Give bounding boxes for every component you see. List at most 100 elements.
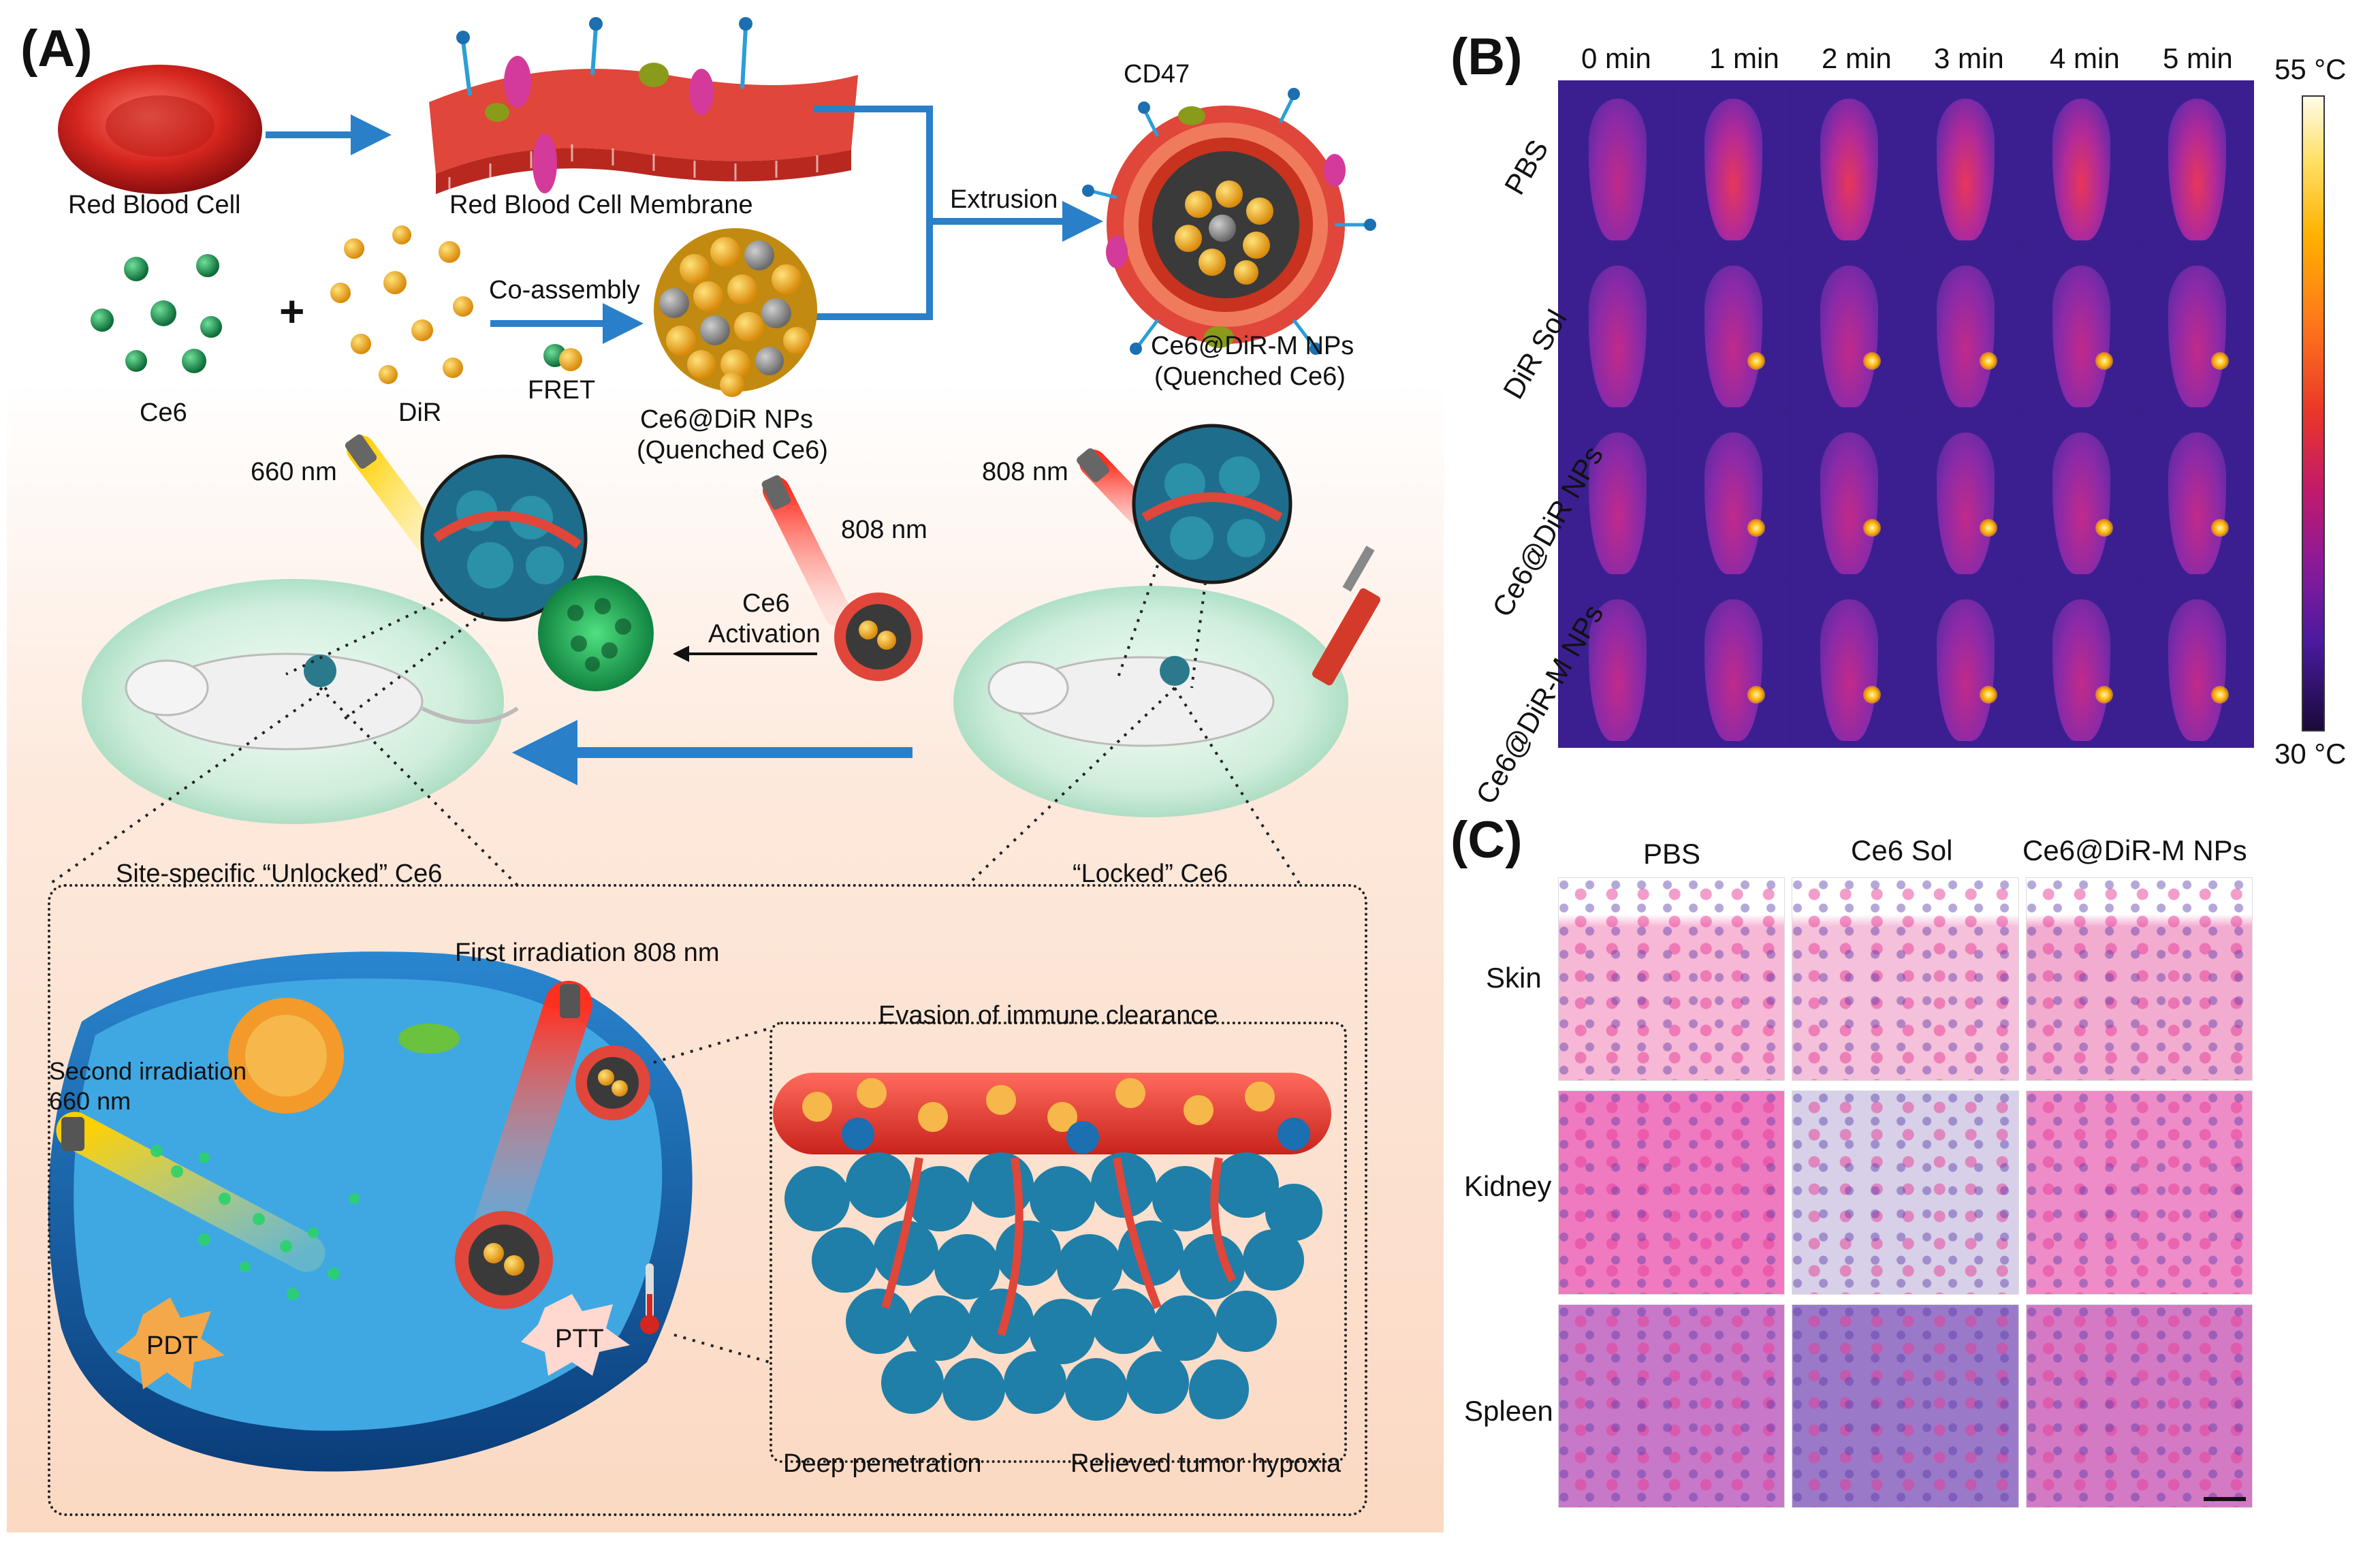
thermal-image: [1675, 249, 1789, 413]
tumor-hotspot: [2095, 685, 2113, 704]
tumor-hotspot: [2211, 685, 2230, 704]
evasion-label: Evasion of immune clearance: [878, 1001, 1218, 1030]
mouse-silhouette: [2052, 432, 2111, 574]
ce6-label: Ce6: [140, 398, 187, 427]
dir-label: DiR: [398, 398, 442, 427]
panel-a-letter: (A): [20, 20, 93, 78]
tumor-hotspot: [2211, 518, 2230, 537]
column-header-ce6-dir-m-nps: Ce6@DiR-M NPs: [2022, 834, 2247, 866]
mouse-silhouette: [1820, 98, 1879, 240]
column-header-ce6-sol: Ce6 Sol: [1851, 834, 1953, 866]
unlocked-label: Site-specific “Unlocked” Ce6: [116, 860, 443, 888]
ce6-dir-m-nps-label: Ce6@DiR-M NPs: [1151, 332, 1354, 360]
mouse-silhouette: [1820, 265, 1879, 407]
syringe-icon: [1312, 546, 1381, 686]
mouse-silhouette: [1704, 432, 1763, 574]
histology-image: [1558, 1304, 1786, 1508]
co-assembly-label: Co-assembly: [489, 276, 640, 304]
time-header-0: 0 min: [1581, 42, 1651, 74]
thermal-image: [1791, 415, 1905, 580]
mouse-silhouette: [1704, 265, 1763, 407]
locked-label: “Locked” Ce6: [1073, 860, 1228, 888]
first-irradiation-label: First irradiation 808 nm: [455, 939, 720, 967]
row-label-skin: Skin: [1486, 962, 1542, 994]
row-label-kidney: Kidney: [1464, 1170, 1552, 1202]
row-label-spleen: Spleen: [1464, 1395, 1553, 1427]
mouse-silhouette: [1936, 432, 1995, 574]
colorbar-min-label: 30 °C: [2274, 738, 2347, 770]
laser-660-label: 660 nm: [251, 458, 337, 486]
thermal-image: [1675, 582, 1789, 746]
cd47-label: CD47: [1124, 60, 1190, 89]
ce6-molecules-icon: [91, 254, 222, 373]
laser-808-mid-icon: [761, 475, 851, 627]
quenched-label-2: (Quenched Ce6): [1154, 362, 1346, 391]
time-header-4: 4 min: [2050, 42, 2120, 74]
mouse-left-icon: [125, 652, 519, 751]
ce6-activation-word: Ce6: [742, 589, 790, 618]
rbc-membrane-label: Red Blood Cell Membrane: [449, 191, 753, 219]
histology-image: [2025, 877, 2253, 1082]
thermal-image: [2139, 415, 2253, 580]
laser-808-mid-label: 808 nm: [841, 516, 927, 544]
tumor-hotspot: [1979, 518, 1997, 537]
column-header-pbs: PBS: [1643, 838, 1701, 870]
ce6-dir-nps-label: Ce6@DiR NPs: [640, 405, 813, 434]
second-irradiation-label: Second irradiation: [49, 1057, 247, 1085]
thermal-image: [2023, 582, 2137, 746]
temperature-colorbar: [2302, 95, 2325, 731]
thermal-image: [1907, 82, 2021, 246]
histology-image: [1792, 877, 2019, 1082]
mouse-silhouette: [1820, 432, 1879, 574]
thermal-image: [2139, 249, 2253, 413]
mouse-silhouette: [1936, 98, 1995, 240]
thermal-image: [2023, 82, 2137, 246]
histology-image: [1558, 877, 1786, 1082]
panel-c: (C) PBS Ce6 Sol Ce6@DiR-M NPs Skin Kidne…: [1450, 804, 2380, 1544]
ce6-dir-m-np-icon: [1082, 88, 1376, 355]
activated-ce6-cluster-icon: [538, 576, 654, 691]
thermal-image: [1559, 249, 1673, 413]
thermal-image: [2139, 582, 2253, 746]
deep-penetration-label: Deep penetration: [783, 1449, 982, 1478]
ptt-burst-icon: [521, 1294, 630, 1376]
panel-b-letter: (B): [1450, 28, 1523, 86]
time-header-2: 2 min: [1822, 42, 1892, 74]
ptt-label: PTT: [555, 1325, 604, 1353]
thermal-image: [1675, 82, 1789, 246]
panel-c-letter: (C): [1450, 811, 1523, 869]
tumor-hotspot: [1863, 351, 1882, 370]
rbc-membrane-icon: [429, 17, 858, 194]
tumor-hotspot: [1863, 685, 1882, 704]
thermal-image: [1907, 249, 2021, 413]
tumor-hotspot: [1747, 685, 1765, 704]
histology-image: [2025, 1090, 2253, 1295]
mouse-silhouette: [1588, 599, 1647, 741]
group-label-pbs: PBS: [1498, 134, 1555, 200]
mouse-silhouette: [1936, 599, 1995, 741]
fret-label: FRET: [528, 376, 596, 405]
mouse-silhouette: [1588, 432, 1647, 574]
ce6-dir-np-icon: [654, 228, 817, 397]
histology-image: [1558, 1090, 1786, 1295]
time-header-1: 1 min: [1709, 42, 1779, 74]
tumor-hotspot: [1747, 518, 1765, 537]
tumor-hotspot: [1979, 685, 1997, 704]
mouse-silhouette: [2168, 432, 2227, 574]
panel-a: (A): [7, 17, 1444, 1532]
tumor-hotspot: [2211, 351, 2230, 370]
histology-image: [1792, 1304, 2019, 1508]
thermal-image: [1907, 415, 2021, 580]
tissue-frame: [769, 1022, 1347, 1463]
pdt-label: PDT: [146, 1332, 198, 1360]
activation-label: Activation: [708, 620, 821, 648]
tumor-hotspot: [1863, 518, 1882, 537]
mouse-silhouette: [1588, 265, 1647, 407]
time-header-5: 5 min: [2163, 42, 2233, 74]
plus-sign: +: [279, 287, 305, 336]
thermal-image: [1559, 82, 1673, 246]
mechanism-frame: [48, 884, 1367, 1516]
zoom-circle-right: [1132, 424, 1292, 584]
quenched-label-1: (Quenched Ce6): [637, 436, 828, 464]
pdt-burst-icon: [116, 1297, 225, 1389]
